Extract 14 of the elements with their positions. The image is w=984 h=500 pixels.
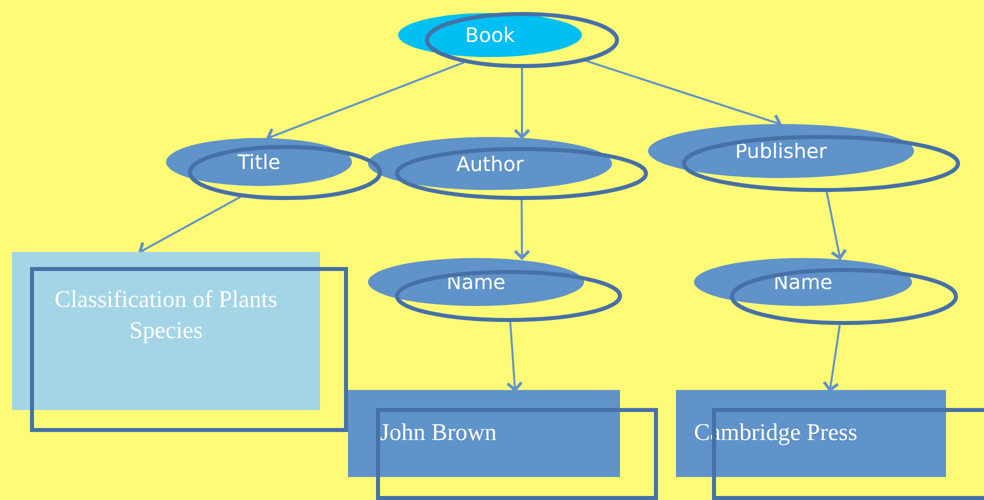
node-label: Title: [238, 150, 280, 174]
node-label: Name: [446, 270, 506, 294]
arrow: [514, 68, 530, 138]
node-label: Book: [465, 23, 515, 47]
node-label: Classification of Plants Species: [54, 286, 278, 346]
arrow: [513, 200, 530, 260]
node-label: Cambridge Press: [694, 418, 858, 448]
node-label: Name: [773, 270, 832, 294]
arrow: [506, 322, 523, 392]
node-label: John Brown: [380, 418, 497, 448]
node-label: Author: [456, 152, 524, 176]
node-label: Publisher: [735, 139, 827, 163]
arrow: [822, 324, 841, 392]
arrow: [826, 192, 847, 260]
